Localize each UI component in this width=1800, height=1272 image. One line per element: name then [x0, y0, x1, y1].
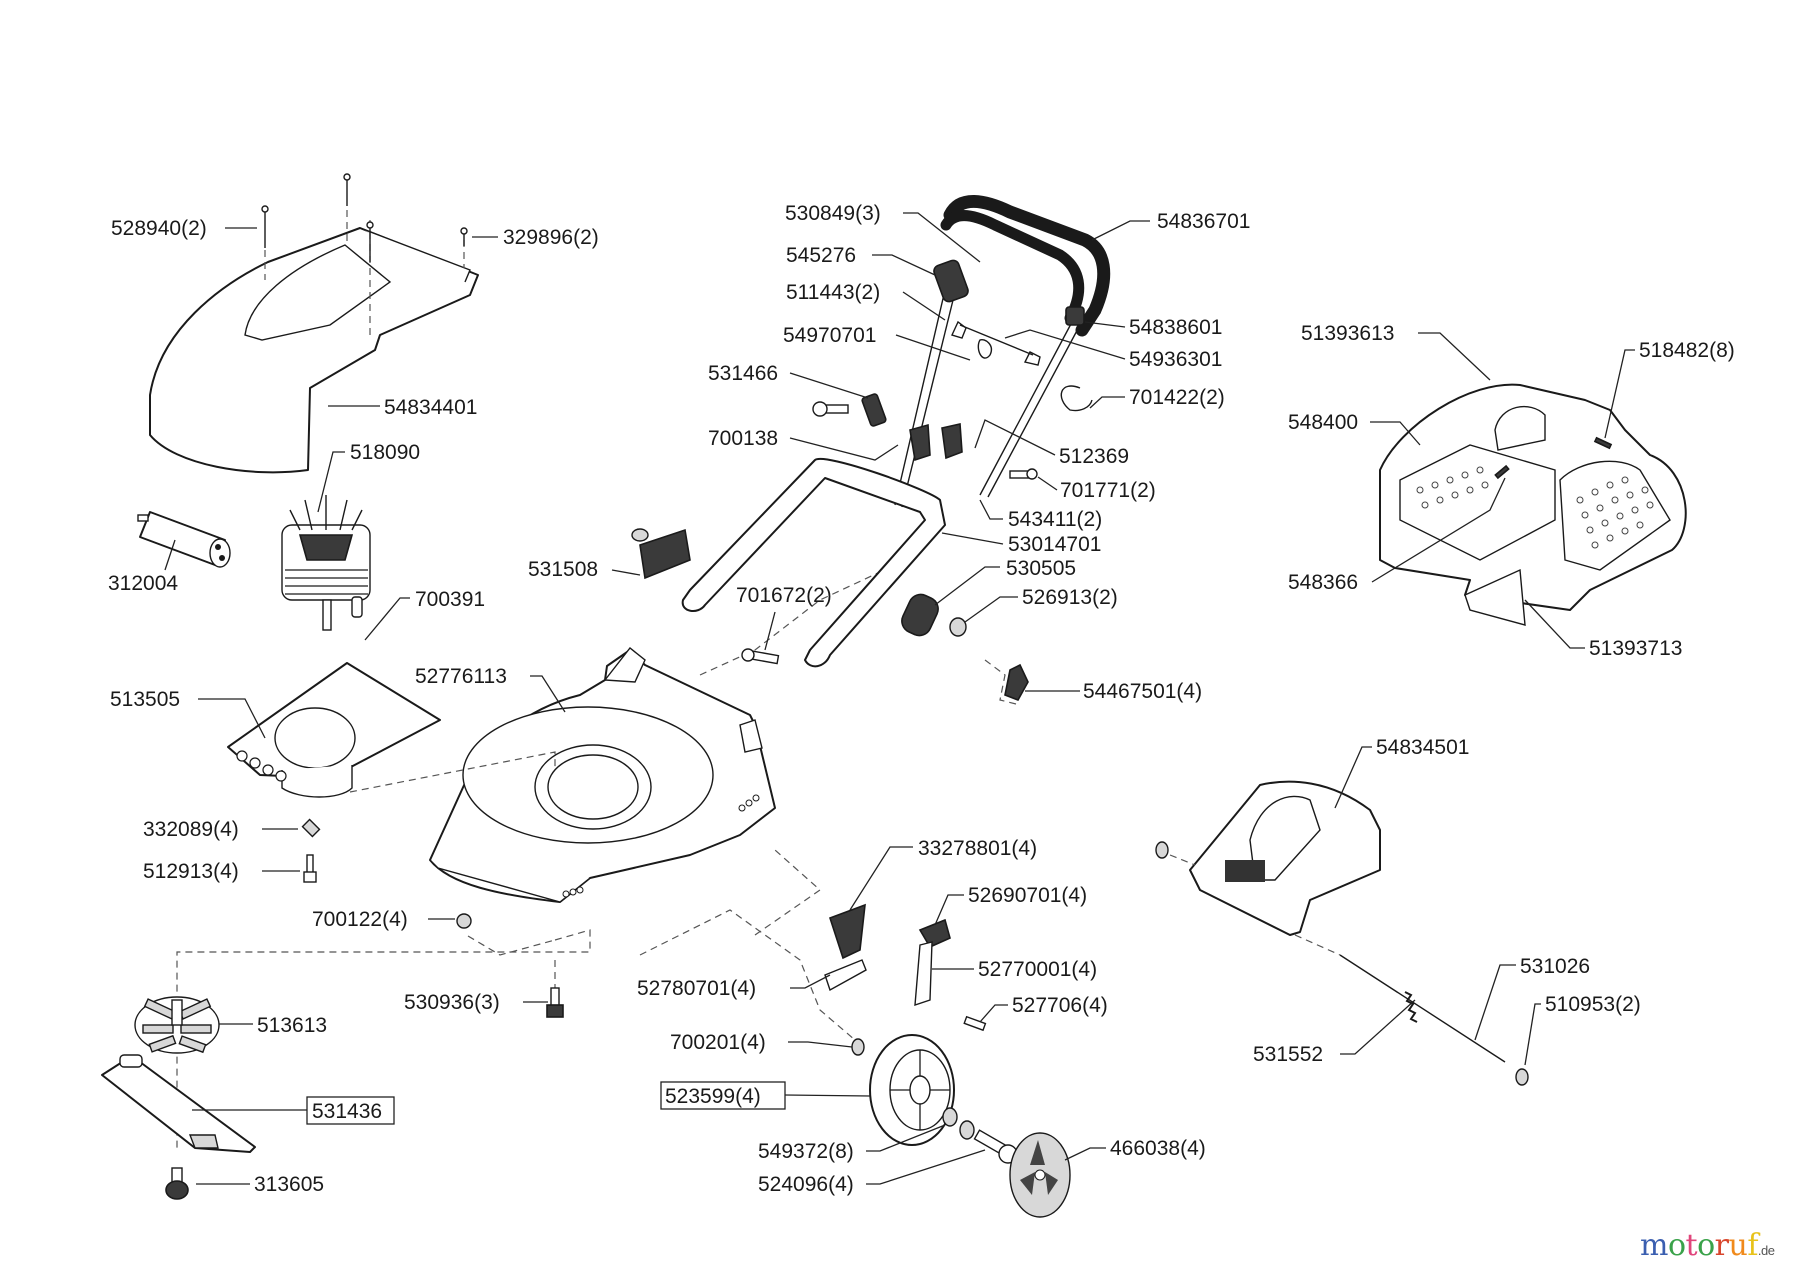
label-545276: 545276 [786, 244, 856, 267]
label-313605: 313605 [254, 1173, 324, 1196]
logo-letter: m [1640, 1228, 1668, 1263]
bolt-icon [303, 854, 317, 883]
label-531552: 531552 [1253, 1043, 1323, 1066]
label-518482: 518482(8) [1639, 339, 1735, 362]
label-530849: 530849(3) [785, 202, 881, 225]
upper-handle [894, 195, 1111, 508]
cable-clip [951, 320, 1041, 366]
label-701672: 701672(2) [736, 584, 832, 607]
label-528940: 528940(2) [111, 217, 207, 240]
label-523599: 523599(4) [665, 1085, 761, 1108]
label-510953: 510953(2) [1545, 993, 1641, 1016]
blade [101, 1054, 256, 1153]
label-53014701: 53014701 [1008, 533, 1101, 556]
motoruf-logo[interactable]: motoruf.de [1640, 1228, 1775, 1263]
washer-icon [851, 1038, 975, 1140]
label-54970701: 54970701 [783, 324, 876, 347]
label-51393613: 51393613 [1301, 322, 1394, 345]
label-54467501: 54467501(4) [1083, 680, 1202, 703]
cable-tie [1060, 385, 1093, 412]
hubcap [1009, 1132, 1071, 1218]
motor-housing [227, 662, 441, 798]
lower-handle [681, 457, 946, 668]
handle-bracket [901, 593, 1029, 701]
nut-icon [456, 913, 472, 929]
mower-deck [429, 647, 776, 903]
label-54936301: 54936301 [1129, 348, 1222, 371]
label-531026: 531026 [1520, 955, 1590, 978]
cover-hood [149, 210, 479, 474]
logo-letter: r [1714, 1228, 1729, 1263]
label-543411: 543411(2) [1008, 508, 1102, 531]
label-52776113: 52776113 [415, 665, 507, 688]
label-512369: 512369 [1059, 445, 1129, 468]
label-518090: 518090 [350, 441, 420, 464]
height-adjust [824, 903, 987, 1032]
label-531436: 531436 [312, 1100, 382, 1123]
label-33278801: 33278801(4) [918, 837, 1037, 860]
label-700138: 700138 [708, 427, 778, 450]
blade-bolt-icon [165, 1167, 189, 1200]
mulch-plug [1189, 780, 1381, 936]
label-549372: 549372(8) [758, 1140, 854, 1163]
screw-icon [261, 173, 468, 262]
label-700391: 700391 [415, 588, 485, 611]
grass-box [1379, 383, 1687, 626]
label-700201: 700201(4) [670, 1031, 766, 1054]
washer-icon [1155, 841, 1529, 1086]
wheel [869, 1034, 955, 1146]
logo-letter: t [1685, 1228, 1698, 1263]
label-513505: 513505 [110, 688, 180, 711]
label-511443: 511443(2) [786, 281, 880, 304]
bolt-icon [546, 987, 564, 1018]
label-530505: 530505 [1006, 557, 1076, 580]
label-530936: 530936(3) [404, 991, 500, 1014]
label-548400: 548400 [1288, 411, 1358, 434]
spring-shaft [1169, 854, 1506, 1063]
label-54834401: 54834401 [384, 396, 477, 419]
label-513613: 513613 [257, 1014, 327, 1037]
label-701771: 701771(2) [1060, 479, 1156, 502]
label-54834501: 54834501 [1376, 736, 1469, 759]
screw-icon [1494, 436, 1613, 480]
label-329896: 329896(2) [503, 226, 599, 249]
axle-bolt [973, 1129, 1018, 1164]
logo-letter: o [1697, 1228, 1715, 1263]
label-527706: 527706(4) [1012, 994, 1108, 1017]
label-531508: 531508 [528, 558, 598, 581]
label-512913: 512913(4) [143, 860, 239, 883]
label-548366: 548366 [1288, 571, 1358, 594]
label-332089: 332089(4) [143, 818, 239, 841]
nut-icon [301, 818, 321, 838]
key [351, 596, 363, 618]
logo-letter: o [1667, 1228, 1686, 1263]
logo-suffix: .de [1757, 1243, 1775, 1258]
label-52780701: 52780701(4) [637, 977, 756, 1000]
label-52690701: 52690701(4) [968, 884, 1087, 907]
label-54838601: 54838601 [1129, 316, 1222, 339]
label-531466: 531466 [708, 362, 778, 385]
logo-letter: u [1728, 1228, 1748, 1263]
logo-letter: f [1747, 1228, 1758, 1263]
label-52770001: 52770001(4) [978, 958, 1097, 981]
label-701422: 701422(2) [1129, 386, 1225, 409]
handle-clamp [631, 259, 1085, 580]
label-466038: 466038(4) [1110, 1137, 1206, 1160]
blade-adaptor [134, 996, 220, 1054]
label-526913: 526913(2) [1022, 586, 1118, 609]
label-51393713: 51393713 [1589, 637, 1682, 660]
bolt-icon [741, 401, 1038, 665]
motor [281, 495, 371, 631]
label-700122: 700122(4) [312, 908, 408, 931]
label-312004: 312004 [108, 572, 178, 595]
capacitor [137, 511, 231, 568]
label-524096: 524096(4) [758, 1173, 854, 1196]
label-54836701: 54836701 [1157, 210, 1250, 233]
